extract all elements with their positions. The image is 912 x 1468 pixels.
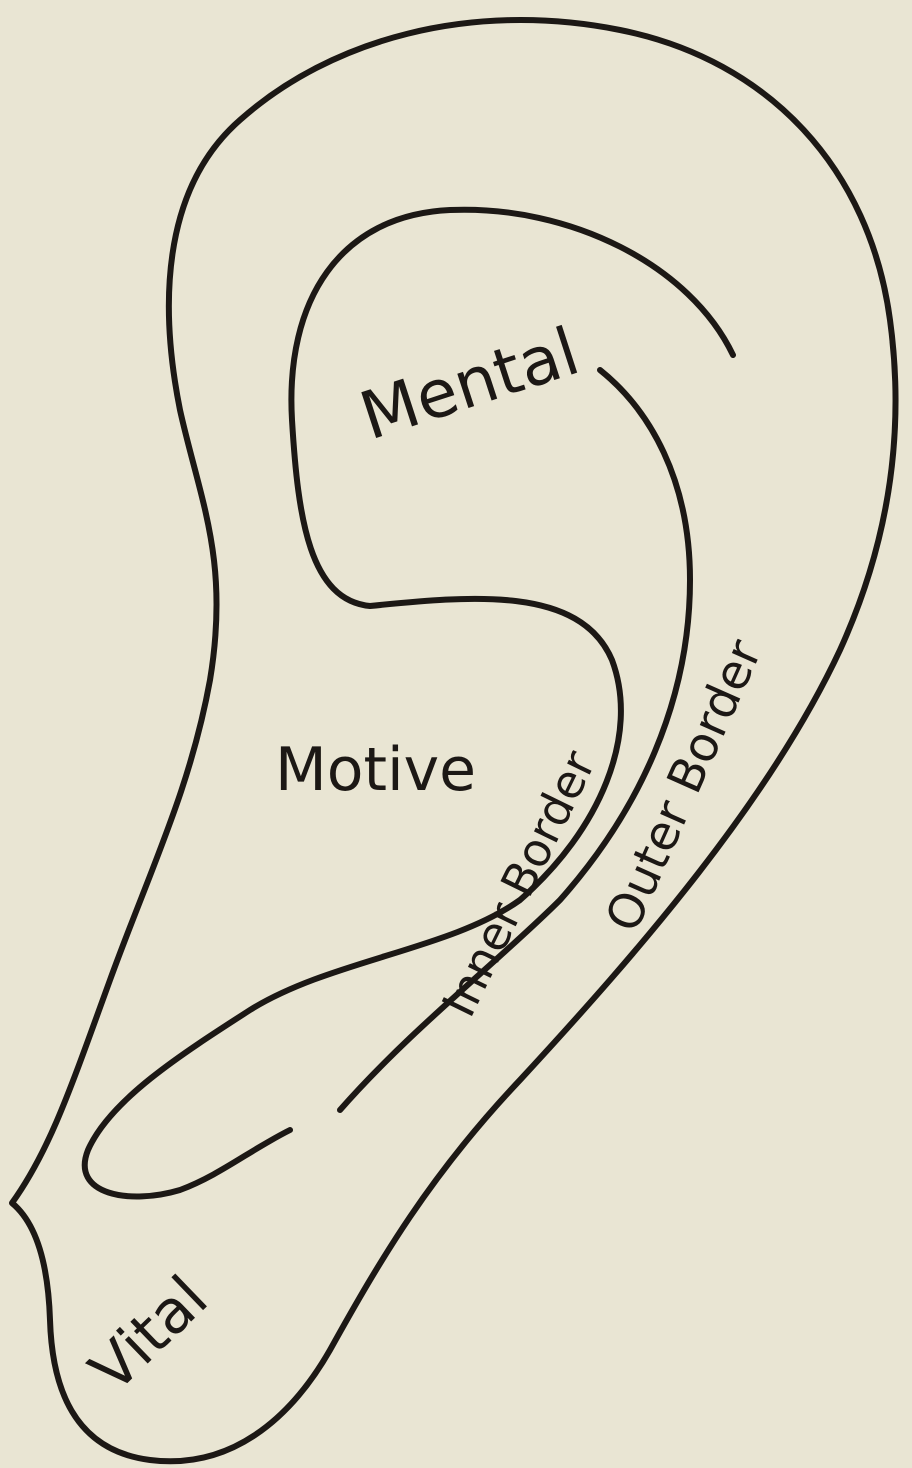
motive-label: Motive <box>275 735 476 805</box>
mental-label: Mental <box>351 313 588 455</box>
inner-border-line <box>337 367 693 1113</box>
antihelix-outline <box>81 206 736 1200</box>
vital-label: Vital <box>77 1263 222 1406</box>
outer-ear-outline <box>9 17 899 1465</box>
